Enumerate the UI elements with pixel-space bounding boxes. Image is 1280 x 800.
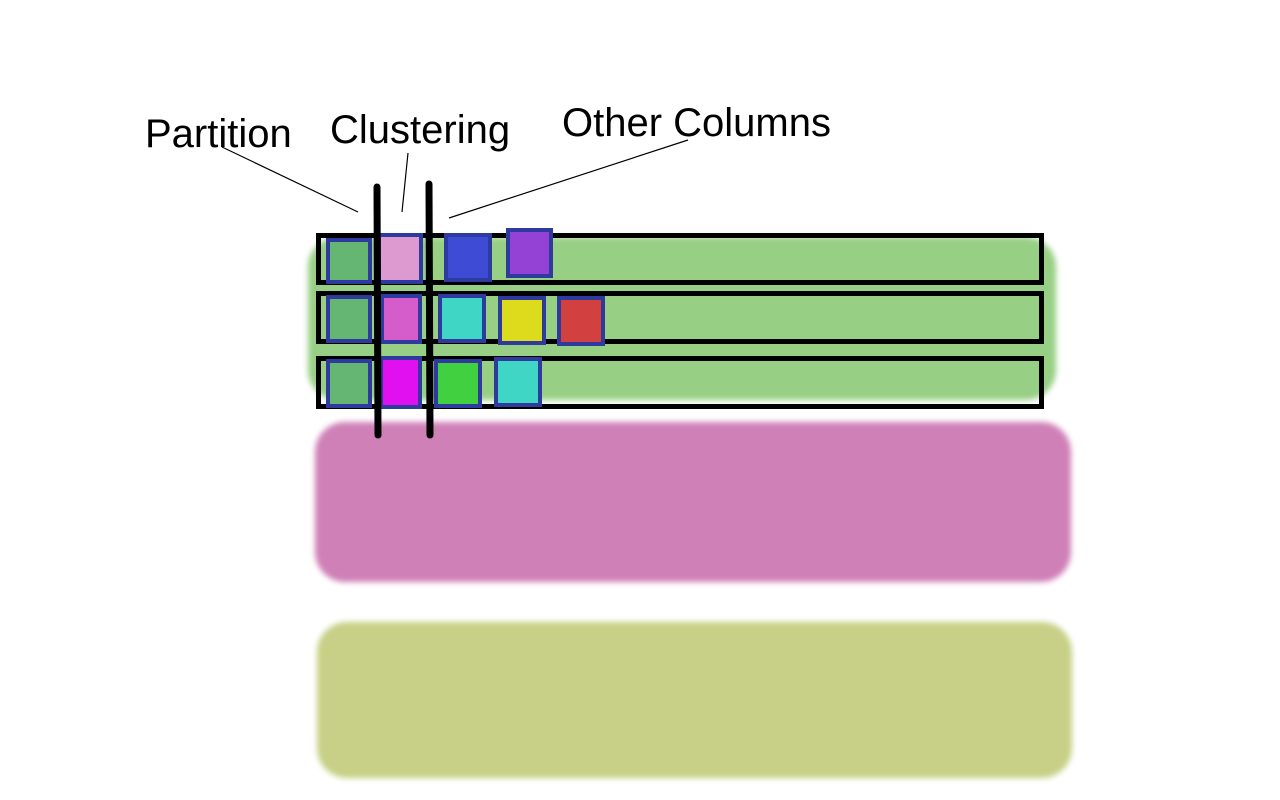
- partition-label: Partition: [145, 112, 292, 156]
- clustering-columns-divider: [425, 180, 434, 439]
- column-cell: [494, 357, 542, 407]
- clustering-cell: [380, 294, 422, 344]
- partition-clustering-divider: [373, 183, 382, 439]
- partition-cell: [326, 359, 372, 408]
- column-cell: [438, 294, 486, 343]
- column-cell: [444, 233, 492, 282]
- column-cell: [498, 296, 546, 345]
- column-cell: [434, 359, 482, 408]
- clustering-label: Clustering: [330, 108, 511, 152]
- other-columns-label: Other Columns: [562, 101, 831, 145]
- table-row-2: [316, 291, 1044, 344]
- table-row-1: [316, 233, 1044, 285]
- partition-block-3: [317, 622, 1072, 778]
- column-cell: [506, 228, 553, 278]
- partition-cell: [326, 238, 372, 284]
- partition-leader-line: [221, 146, 359, 213]
- other-columns-leader-line: [448, 139, 689, 219]
- clustering-leader-line: [401, 152, 409, 213]
- partition-block-2: [315, 422, 1071, 582]
- table-row-3: [316, 356, 1044, 409]
- partition-cell: [326, 295, 372, 343]
- column-cell: [557, 296, 605, 346]
